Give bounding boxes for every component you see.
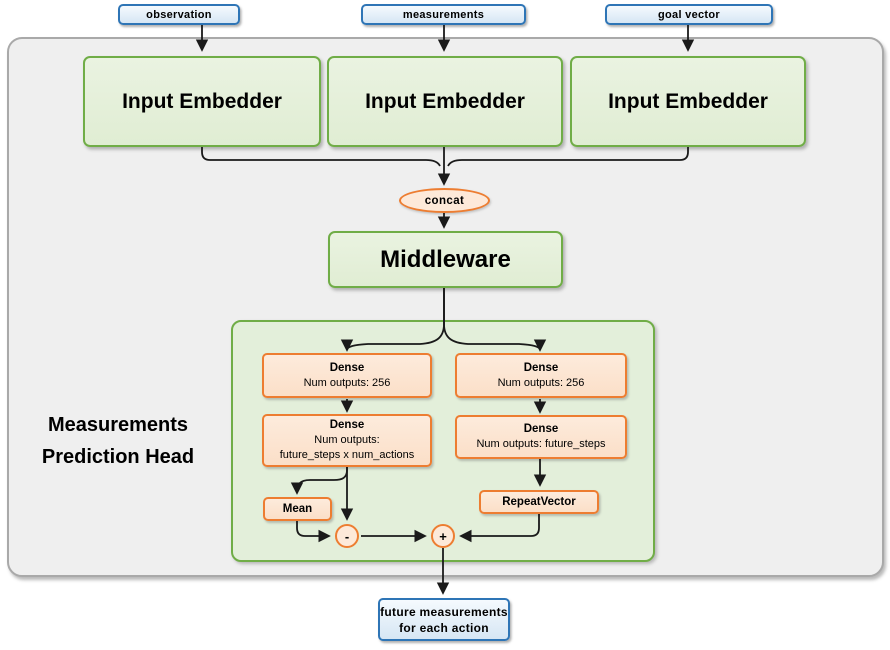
embedder-label-3: Input Embedder	[608, 89, 768, 113]
input-label-measurements: measurements	[402, 8, 485, 21]
embedder-label-2: Input Embedder	[365, 89, 525, 113]
input-label-observation: observation	[146, 8, 212, 21]
repeat-vector-label: RepeatVector	[502, 495, 576, 508]
output-label-line1: future measurements	[380, 604, 508, 619]
dense1-left-box: Dense Num outputs: 256	[262, 353, 432, 398]
middleware-label: Middleware	[380, 245, 511, 273]
mean-label: Mean	[282, 502, 313, 515]
input-box-observation: observation	[118, 4, 240, 25]
embedder-box-3: Input Embedder	[570, 56, 806, 147]
input-box-measurements: measurements	[361, 4, 526, 25]
mean-box: Mean	[263, 497, 332, 521]
input-box-goal-vector: goal vector	[605, 4, 773, 25]
input-label-goal-vector: goal vector	[658, 8, 720, 21]
output-box: future measurements for each action	[378, 598, 510, 641]
minus-node: -	[335, 524, 359, 548]
plus-node: +	[431, 524, 455, 548]
embedder-label-1: Input Embedder	[122, 89, 282, 113]
dense2-right-title: Dense	[523, 423, 559, 435]
middleware-box: Middleware	[328, 231, 563, 288]
dense2-left-subtitle-2: future_steps x num_actions	[279, 449, 415, 461]
concat-label: concat	[424, 194, 465, 207]
concat-node: concat	[399, 188, 490, 213]
repeat-vector-box: RepeatVector	[479, 490, 599, 514]
output-label-line2: for each action	[399, 620, 489, 635]
dense1-right-title: Dense	[523, 361, 559, 374]
dense1-right-subtitle: Num outputs: 256	[497, 376, 585, 389]
dense1-left-subtitle: Num outputs: 256	[303, 376, 391, 389]
dense1-right-box: Dense Num outputs: 256	[455, 353, 627, 398]
dense2-left-title: Dense	[329, 419, 365, 431]
dense2-right-box: Dense Num outputs: future_steps	[455, 415, 627, 459]
minus-label: -	[344, 528, 350, 544]
dense2-left-subtitle-1: Num outputs:	[314, 434, 380, 446]
plus-label: +	[439, 528, 447, 544]
embedder-box-2: Input Embedder	[327, 56, 563, 147]
embedder-box-1: Input Embedder	[83, 56, 321, 147]
dense2-right-subtitle: Num outputs: future_steps	[476, 438, 606, 450]
dense1-left-title: Dense	[329, 361, 365, 374]
dense2-left-box: Dense Num outputs: future_steps x num_ac…	[262, 414, 432, 467]
prediction-head-title: Measurements Prediction Head	[41, 414, 195, 468]
